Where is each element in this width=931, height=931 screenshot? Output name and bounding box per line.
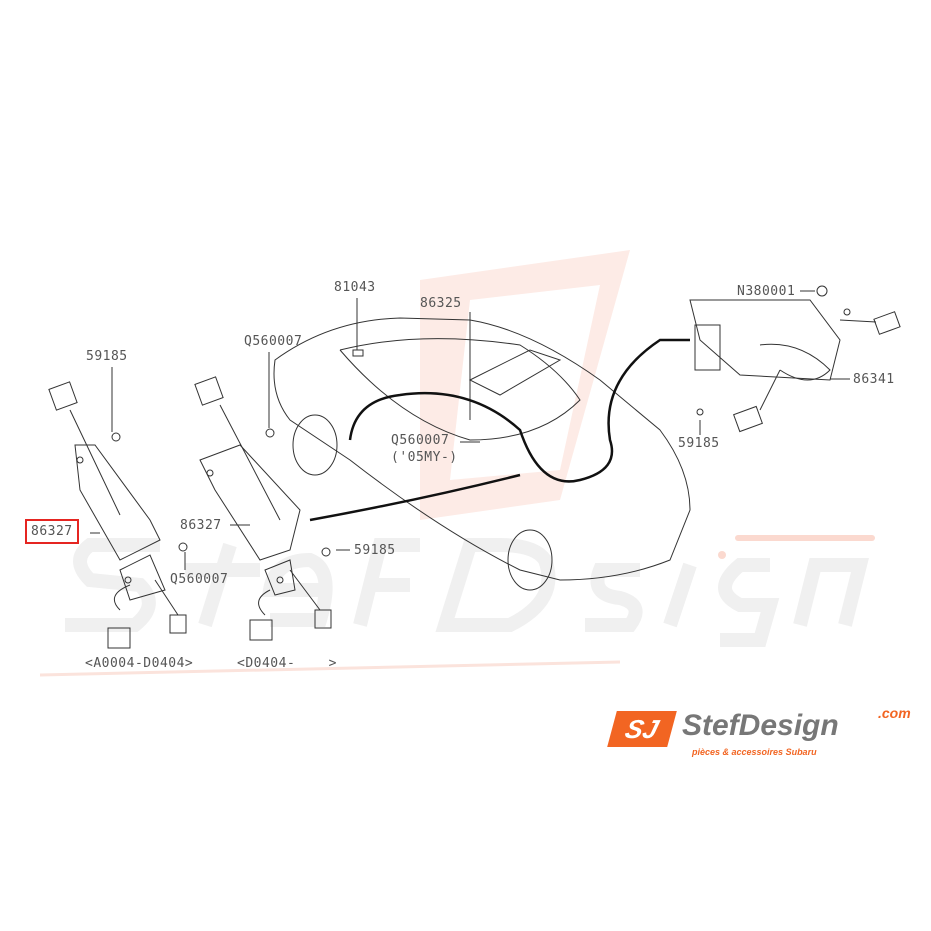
callout-59185: 59185 xyxy=(678,436,720,451)
callout-q560007: Q560007 xyxy=(244,334,303,349)
callout-n380001: N380001 xyxy=(737,284,796,299)
callout-86325: 86325 xyxy=(420,296,462,311)
callout-59185: 59185 xyxy=(354,543,396,558)
range-label-d0404: <D0404- > xyxy=(237,656,337,671)
callout-86327: 86327 xyxy=(180,518,222,533)
callout-86327-highlighted: 86327 xyxy=(25,519,79,544)
callout-q560007: Q560007 xyxy=(170,572,229,587)
logo-tagline: pièces & accessoires Subaru xyxy=(692,747,817,757)
stefdesign-logo: SJ StefDesign .com pièces & accessoires … xyxy=(607,705,927,765)
watermark-domain-lettering xyxy=(718,535,875,559)
antenna-module-right xyxy=(689,285,901,433)
watermark-tagline-lettering xyxy=(39,660,621,677)
callout-note-05my: ('05MY-) xyxy=(391,450,458,465)
logo-mark: SJ xyxy=(607,711,677,747)
callout-59185: 59185 xyxy=(86,349,128,364)
antenna-amplifier-middle xyxy=(194,376,332,641)
range-label-a0004-d0404: <A0004-D0404> xyxy=(85,656,194,671)
antenna-amplifier-left xyxy=(48,381,187,649)
watermark-brand-lettering xyxy=(65,538,869,647)
car-body xyxy=(273,317,691,591)
logo-brand: StefDesign xyxy=(682,709,839,742)
callout-81043: 81043 xyxy=(334,280,376,295)
antenna-harness xyxy=(309,338,690,522)
callout-q560007: Q560007 xyxy=(391,433,450,448)
callout-86341: 86341 xyxy=(853,372,895,387)
logo-domain: .com xyxy=(878,705,911,721)
